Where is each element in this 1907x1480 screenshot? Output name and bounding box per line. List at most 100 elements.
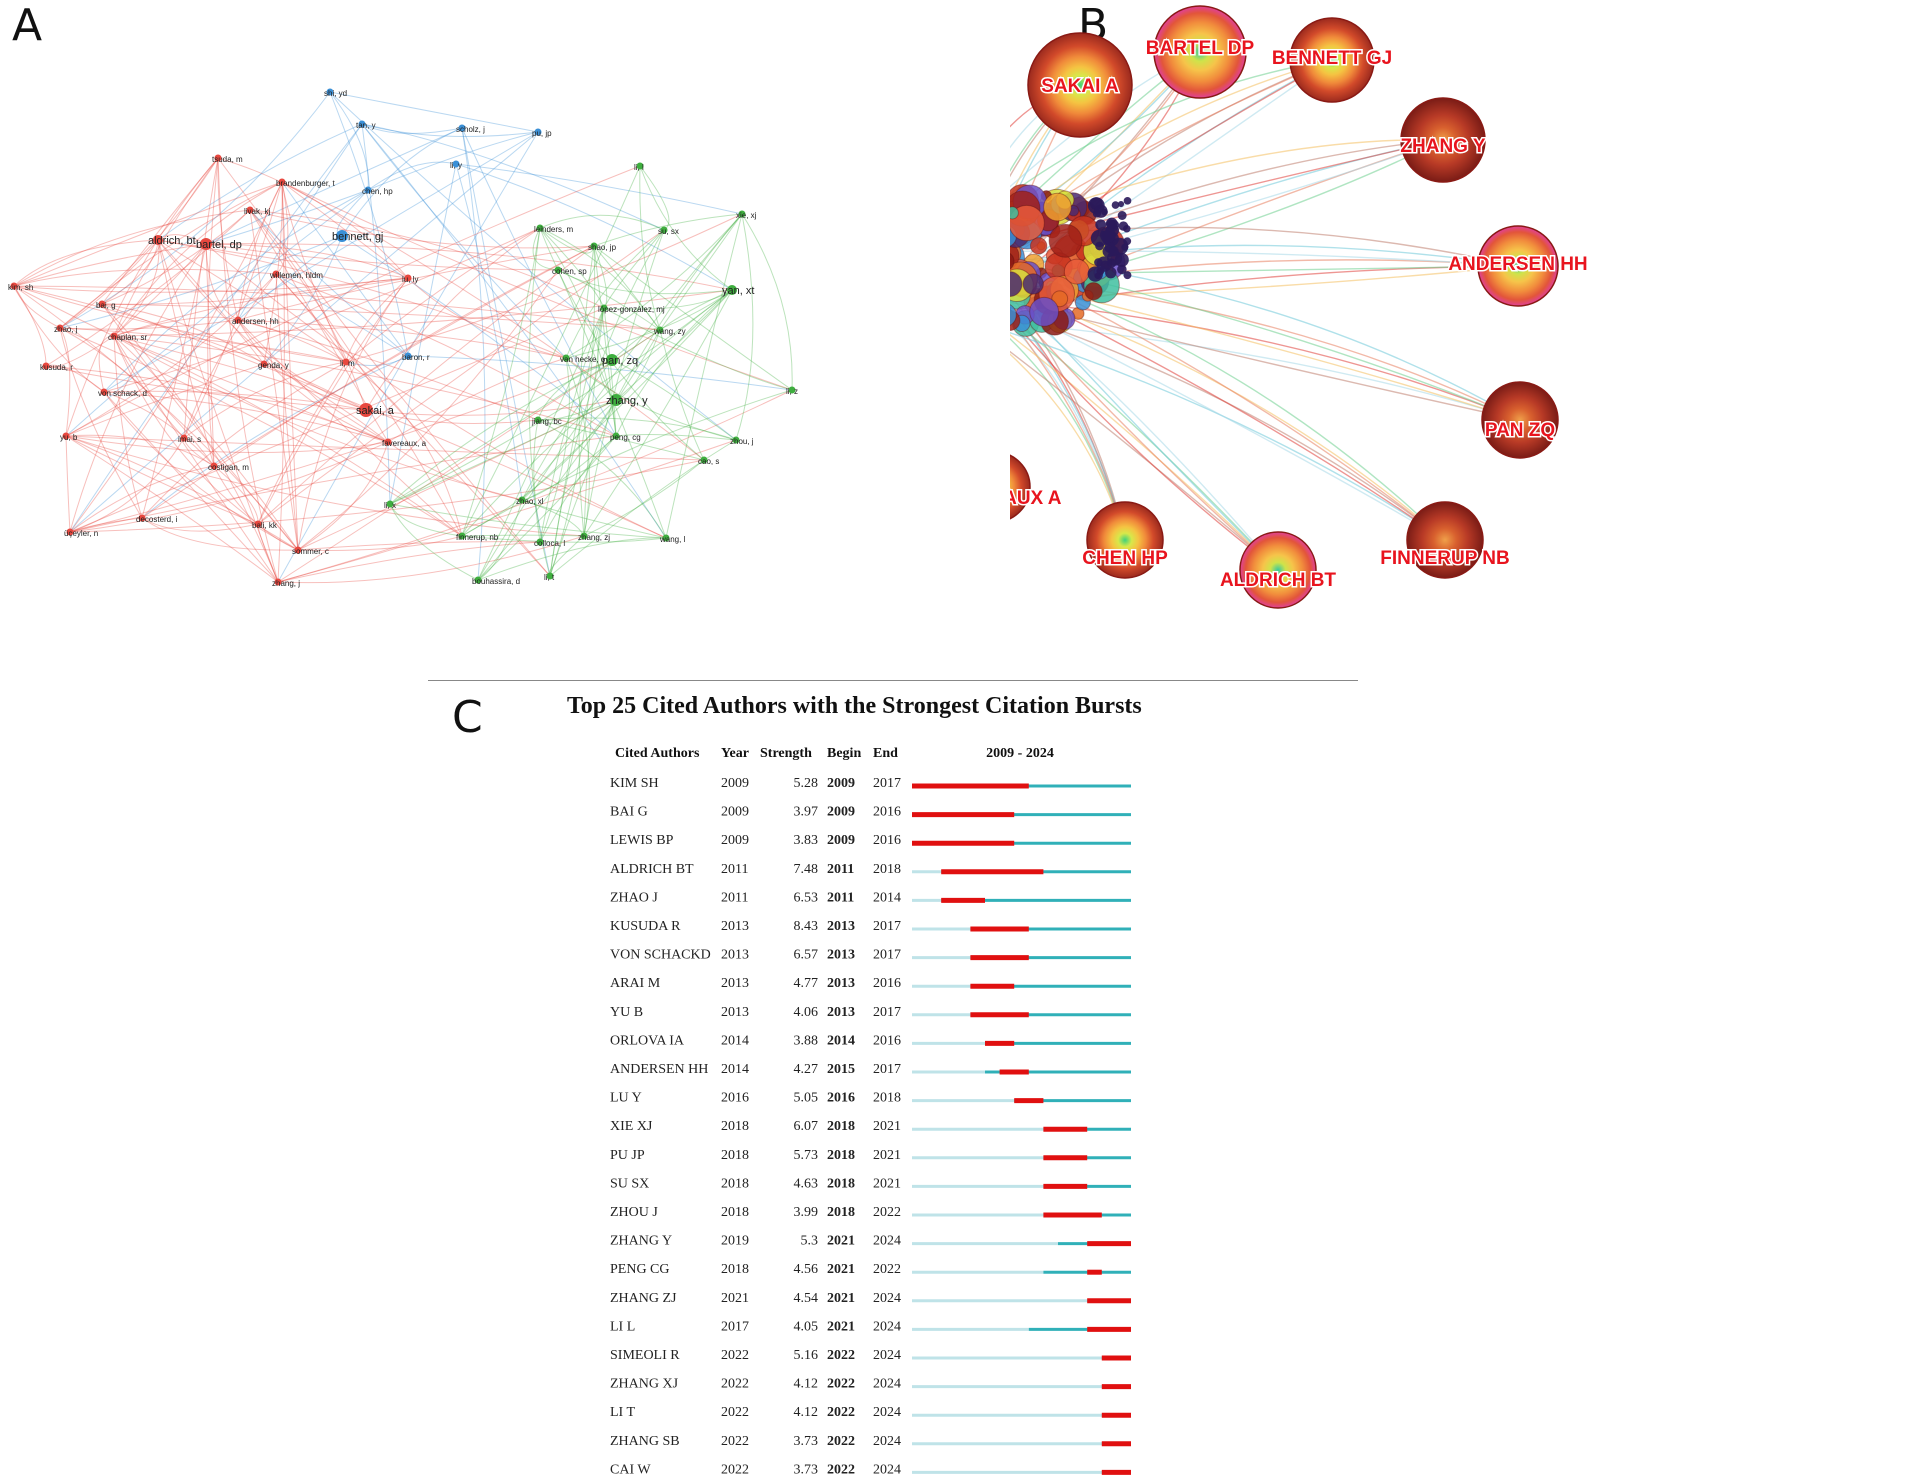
network-edge: [65, 273, 277, 437]
author-node-tan-y[interactable]: tan, y: [356, 120, 376, 131]
author-node-bartel-dp[interactable]: bartel, dp: [196, 238, 242, 251]
author-node-li-z[interactable]: li, z: [786, 386, 798, 397]
network-edge: [65, 435, 259, 525]
author-node-zhou-j[interactable]: zhou, j: [730, 436, 754, 447]
author-node-li-t[interactable]: li, t: [544, 572, 555, 583]
author-node-genda-y[interactable]: genda, y: [258, 360, 289, 371]
author-node-aldrich-bt[interactable]: ALDRICH BT: [1218, 531, 1338, 609]
network-edge: [557, 269, 733, 295]
author-node-lu-ly[interactable]: lu, ly: [402, 274, 418, 285]
author-node-leinders-m[interactable]: leinders, m: [534, 224, 573, 235]
author-node-bennett-gj[interactable]: BENNETT GJ: [1270, 17, 1394, 103]
author-node-zhang-zj[interactable]: zhang, zj: [578, 532, 610, 543]
author-node-costigan-m[interactable]: costigan, m: [208, 462, 249, 473]
node-label: decosterd, i: [136, 515, 178, 524]
cell-strength: 3.99: [794, 1205, 819, 1220]
author-node-tsuda-m[interactable]: tsuda, m: [212, 154, 243, 165]
cell-year: 2013: [721, 948, 749, 963]
author-node-yan-xt[interactable]: yan, xt: [722, 285, 754, 297]
author-node-favereaux-a[interactable]: FAVEREAUX A: [1010, 452, 1063, 522]
author-node-willemen-hldm[interactable]: willemen, hldm: [269, 270, 323, 281]
author-node-chaplan-sr[interactable]: chaplan, sr: [108, 332, 147, 343]
author-node-sakai-a[interactable]: SAKAI A: [1027, 32, 1133, 138]
cell-end: 2024: [873, 1234, 901, 1249]
cell-author: PU JP: [610, 1148, 645, 1163]
author-node-von-schack-d[interactable]: von schack, d: [98, 388, 147, 399]
author-node-yu-b[interactable]: yu, b: [60, 432, 78, 443]
cluster-node: [1123, 271, 1132, 280]
panel-label-c: C: [452, 692, 483, 743]
author-node-bouhassira-d[interactable]: bouhassira, d: [472, 576, 520, 587]
author-node-andersen-hh[interactable]: andersen, hh: [232, 316, 279, 327]
author-node-chen-hp[interactable]: chen, hp: [362, 186, 393, 197]
node-label: lópez-gonzález, mj: [598, 305, 665, 314]
author-node-andersen-hh[interactable]: ANDERSEN HH: [1447, 225, 1589, 307]
author-node-shi-yd[interactable]: shi, yd: [324, 88, 347, 99]
author-node-aldrich-bt[interactable]: aldrich, bt: [148, 235, 196, 247]
author-node-li-l[interactable]: li, l: [634, 162, 644, 173]
author-node-peng-cg[interactable]: peng, cg: [610, 432, 641, 443]
column-header-end: End: [873, 746, 898, 761]
cell-strength: 4.63: [794, 1176, 819, 1191]
author-node-cao-s[interactable]: cao, s: [698, 456, 719, 467]
citation-edge: [1010, 322, 1521, 421]
author-node-zhang-y[interactable]: zhang, y: [606, 394, 648, 407]
network-edge: [103, 131, 539, 393]
author-node-colloca-l[interactable]: colloca, l: [534, 538, 565, 549]
author-node-chen-hp[interactable]: CHEN HP: [1081, 501, 1170, 579]
cluster-node: [1048, 223, 1083, 258]
author-node-li-y[interactable]: li, y: [450, 160, 462, 171]
author-node-finnerup-nb[interactable]: FINNERUP NB: [1379, 501, 1511, 579]
author-node-l-pez-gonz-lez-mj[interactable]: lópez-gonzález, mj: [598, 304, 665, 315]
author-node-su-sx[interactable]: su, sx: [658, 226, 679, 237]
citation-edge: [1010, 250, 1519, 267]
author-node-pan-zq[interactable]: PAN ZQ: [1481, 381, 1559, 459]
author-node-baron-r[interactable]: baron, r: [402, 352, 430, 363]
author-node-zhao-j[interactable]: zhao, j: [54, 324, 78, 335]
author-node-jiang-bc[interactable]: jiang, bc: [531, 416, 562, 427]
author-node-decosterd-i[interactable]: decosterd, i: [136, 514, 178, 525]
author-node-pan-zq[interactable]: pan, zq: [602, 354, 638, 367]
citation-edge: [1010, 350, 1279, 571]
author-node-livak-kj[interactable]: livak, kj: [244, 206, 270, 217]
author-node-xie-xj[interactable]: xie, xj: [736, 210, 757, 221]
author-node-imai-s[interactable]: imai, s: [178, 434, 201, 445]
author-node-brandenburger-t[interactable]: brandenburger, t: [276, 178, 335, 189]
author-node-bai-g[interactable]: bai, g: [96, 300, 116, 311]
cell-strength: 3.73: [794, 1434, 819, 1449]
cell-strength: 4.05: [794, 1319, 819, 1334]
author-node-van-hecke-o[interactable]: van hecke, o: [560, 354, 606, 365]
network-edge: [237, 319, 347, 363]
network-edge: [389, 399, 617, 505]
author-node-scholz-j[interactable]: scholz, j: [456, 124, 485, 135]
author-node-li-x[interactable]: li, x: [384, 500, 396, 511]
cell-begin: 2013: [827, 919, 855, 934]
author-node-kim-sh[interactable]: kim, sh: [8, 282, 33, 293]
node-circle: [1086, 501, 1164, 579]
author-node-wang-zy[interactable]: wang, zy: [653, 326, 686, 337]
author-node-pu-jp[interactable]: pu, jp: [532, 128, 552, 139]
author-node-kusuda-r[interactable]: kusuda, r: [40, 362, 73, 373]
author-node-sakai-a[interactable]: sakai, a: [356, 403, 395, 417]
author-node-favereaux-a[interactable]: favereaux, a: [382, 438, 427, 449]
author-node-eyler-n[interactable]: üçeyler, n: [64, 528, 98, 539]
author-node-bartel-dp[interactable]: BARTEL DP: [1144, 5, 1256, 99]
cell-strength: 4.12: [794, 1405, 819, 1420]
author-node-li-m[interactable]: li, m: [340, 358, 355, 369]
network-edge: [277, 541, 541, 583]
network-edge: [101, 277, 409, 305]
author-node-bali-kk[interactable]: bali, kk: [252, 520, 278, 531]
node-dot: [214, 154, 222, 162]
author-node-shao-jp[interactable]: shao, jp: [588, 242, 617, 253]
author-node-zhao-xl[interactable]: zhao, xl: [516, 496, 544, 507]
author-node-zhang-y[interactable]: ZHANG Y: [1399, 97, 1487, 183]
author-node-finnerup-nb[interactable]: finnerup, nb: [456, 532, 499, 543]
cell-author: BAI G: [610, 805, 648, 820]
author-node-zhang-j[interactable]: zhang, j: [272, 578, 300, 589]
author-node-bennett-gj[interactable]: bennett, gj: [332, 230, 383, 243]
author-node-sommer-c[interactable]: sommer, c: [292, 546, 329, 557]
network-edge: [69, 459, 705, 533]
cluster-node: [1105, 219, 1116, 230]
author-node-wang-l[interactable]: wang, l: [659, 534, 686, 545]
author-node-cohen-sp[interactable]: cohen, sp: [552, 266, 587, 277]
